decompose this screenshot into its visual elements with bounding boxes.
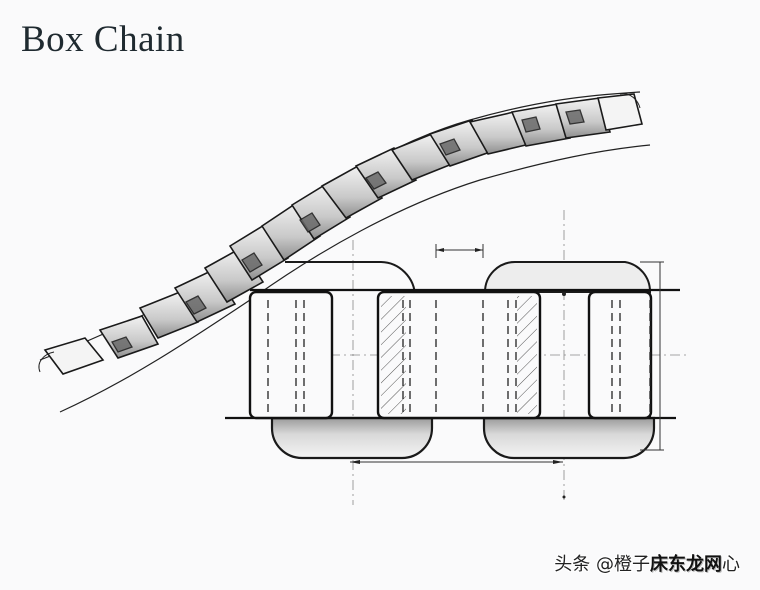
watermark-handle-main: 床东龙网 xyxy=(650,554,722,575)
watermark: 头条 @橙子床东龙网心 xyxy=(554,550,740,576)
technical-cross-section xyxy=(225,210,690,505)
watermark-platform: 头条 xyxy=(554,554,591,575)
perspective-chain xyxy=(38,91,651,413)
watermark-handle-suffix: 心 xyxy=(722,554,740,575)
watermark-handle-prefix: 橙子 xyxy=(614,554,650,575)
page-title: Box Chain xyxy=(21,19,185,60)
watermark-at: @ xyxy=(596,554,614,575)
